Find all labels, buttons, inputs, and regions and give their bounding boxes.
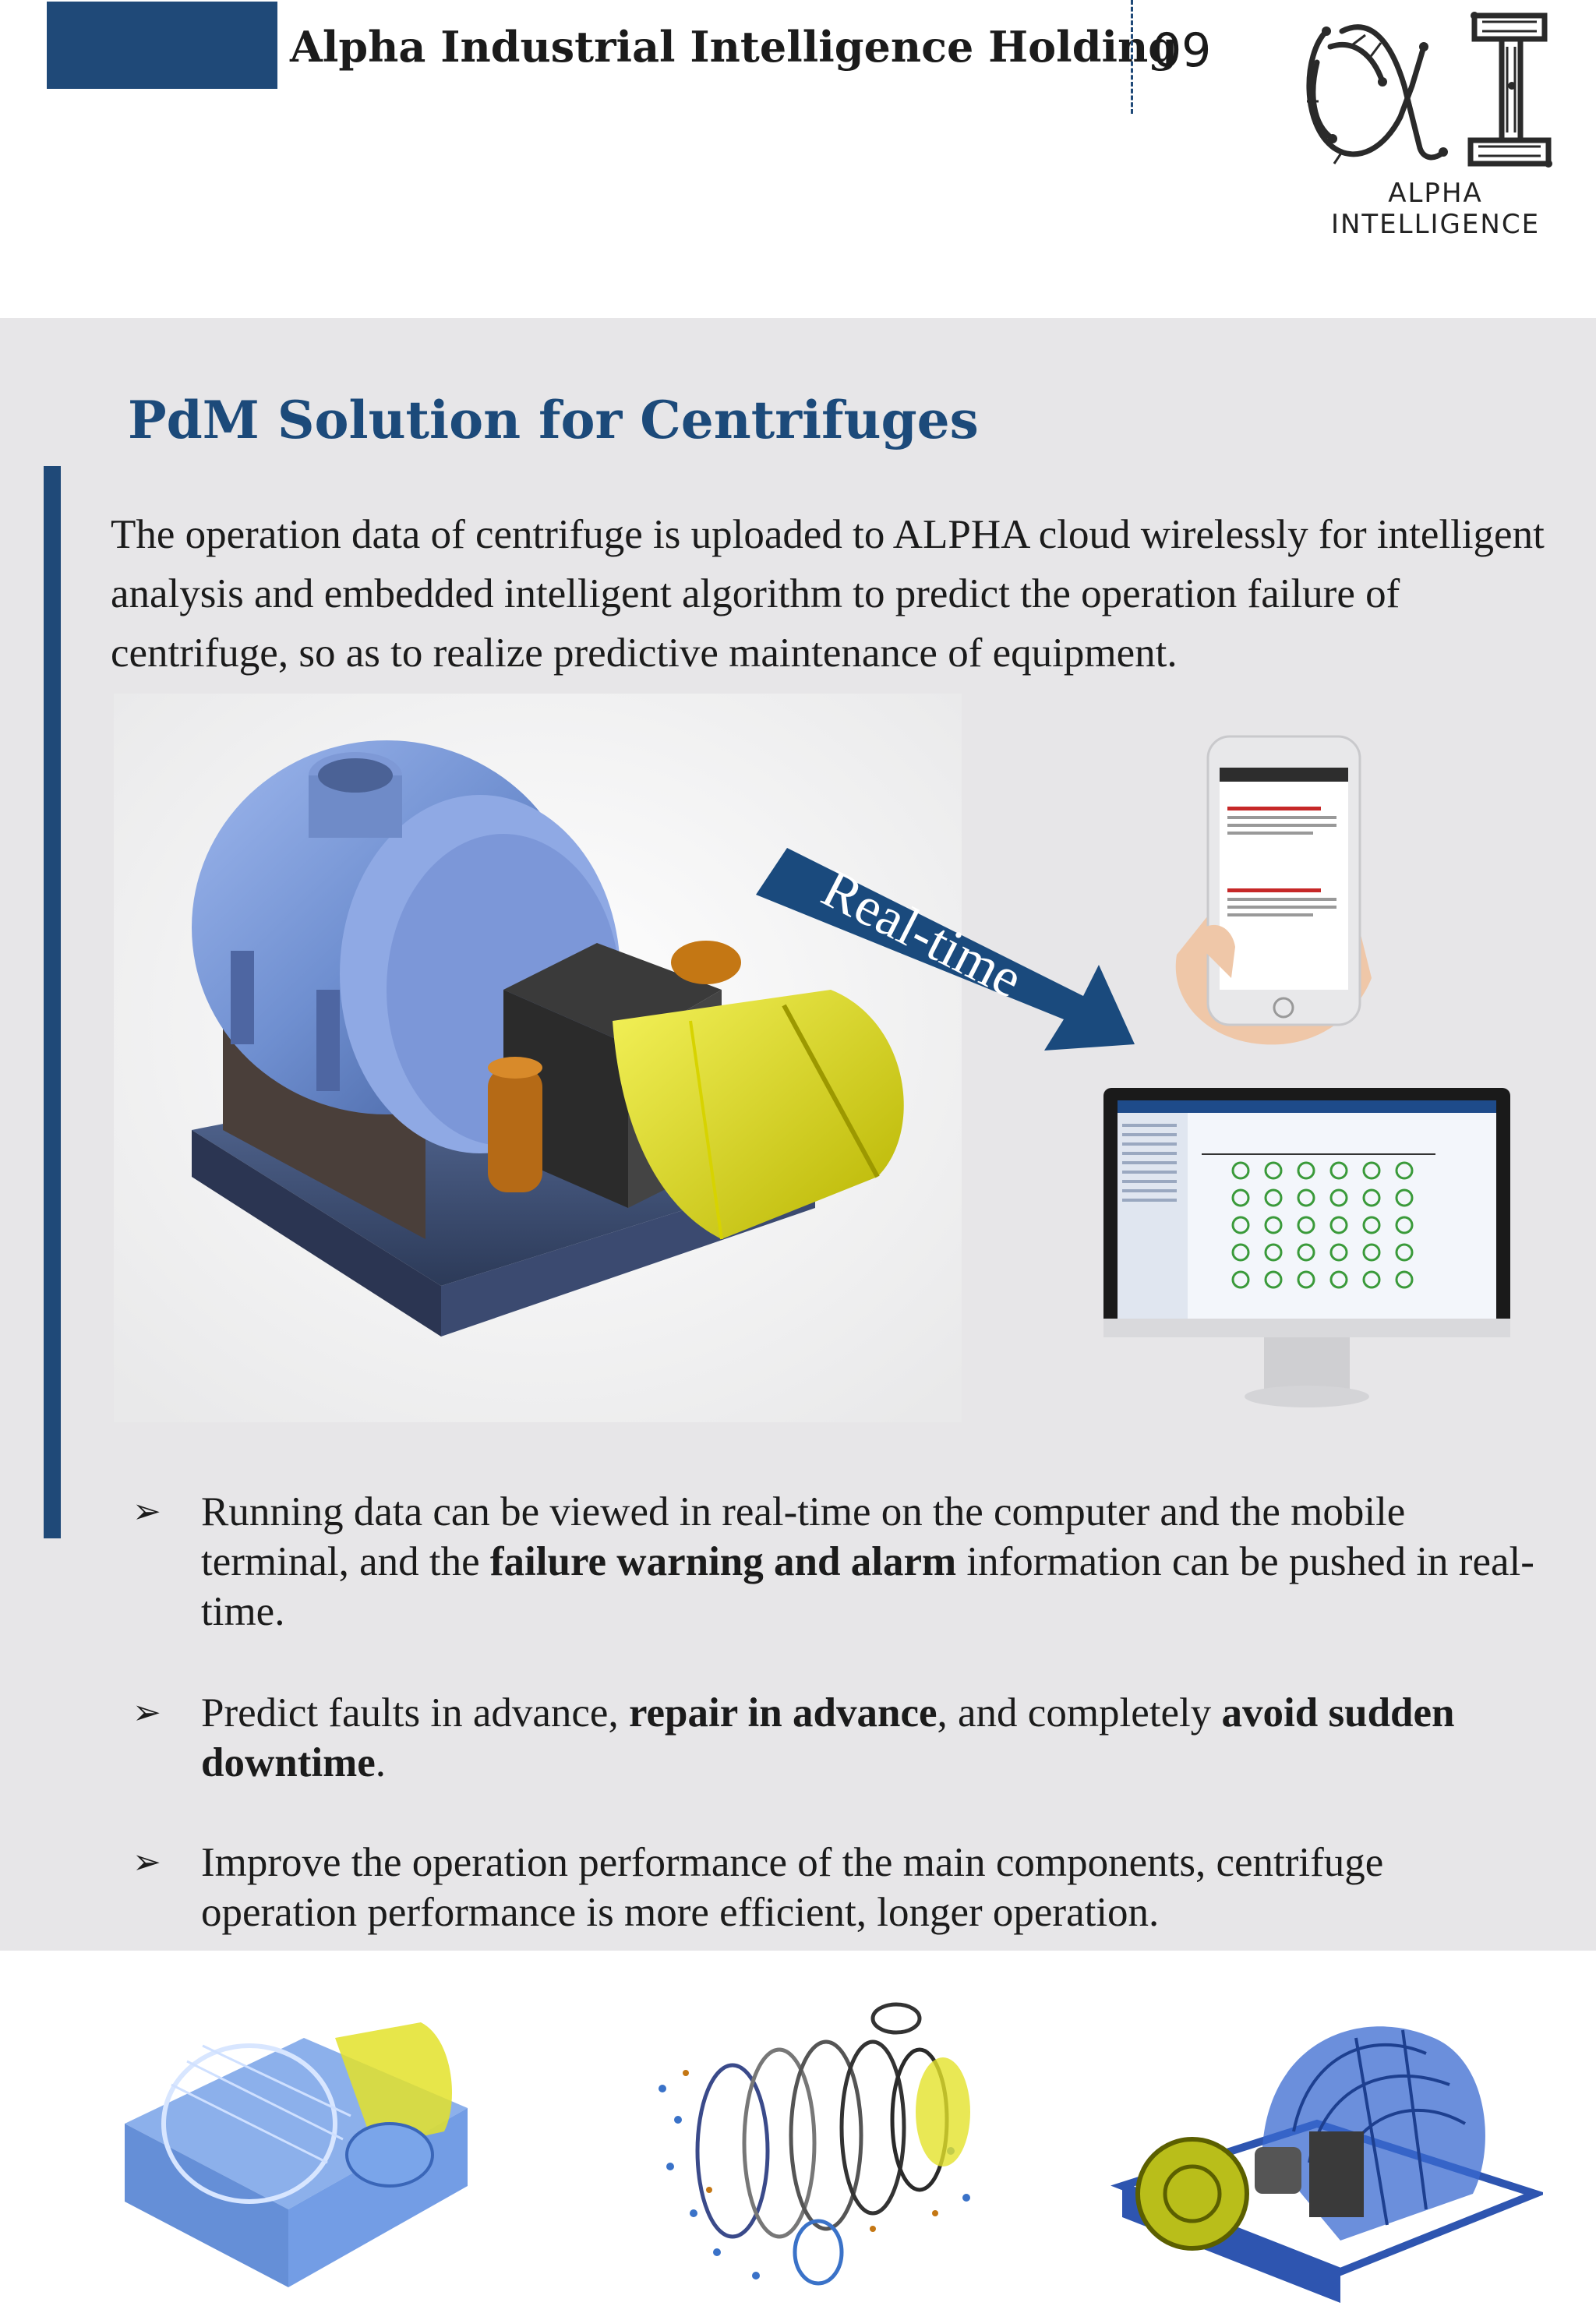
header-color-bar	[47, 2, 277, 89]
intro-paragraph: The operation data of centrifuge is uplo…	[111, 512, 1545, 676]
page-number: 09	[1152, 23, 1212, 78]
mobile-phone-image	[1175, 735, 1372, 1045]
alpha-ai-logo-icon	[1306, 12, 1552, 168]
centrifuge-frame-render	[1110, 2026, 1543, 2303]
bullet-text: Running data can be viewed in real-time …	[201, 1489, 1534, 1634]
header-divider	[1131, 0, 1133, 114]
bullet-text: Predict faults in advance, repair in adv…	[201, 1690, 1455, 1785]
company-name: Alpha Industrial Intelligence Holding	[290, 22, 1178, 72]
bullet-arrow-icon: ➢	[132, 1842, 161, 1882]
bullet-arrow-icon: ➢	[132, 1492, 161, 1531]
real-time-arrow-icon: Real-time	[756, 848, 1135, 1051]
bullet-arrow-icon: ➢	[132, 1693, 161, 1732]
bullet-text: Improve the operation performance of the…	[201, 1840, 1384, 1935]
centrifuge-xray-render-1	[125, 2022, 468, 2287]
centrifuge-photo	[114, 694, 962, 1422]
section-accent-bar	[44, 466, 61, 1538]
desktop-monitor-image	[1103, 1088, 1510, 1407]
centrifuge-exploded-view	[659, 2002, 970, 2286]
section-title: PdM Solution for Centrifuges	[128, 390, 979, 450]
arrow-label: Real-time	[813, 859, 1032, 1010]
logo-caption: ALPHA INTELLIGENCE	[1330, 178, 1541, 240]
